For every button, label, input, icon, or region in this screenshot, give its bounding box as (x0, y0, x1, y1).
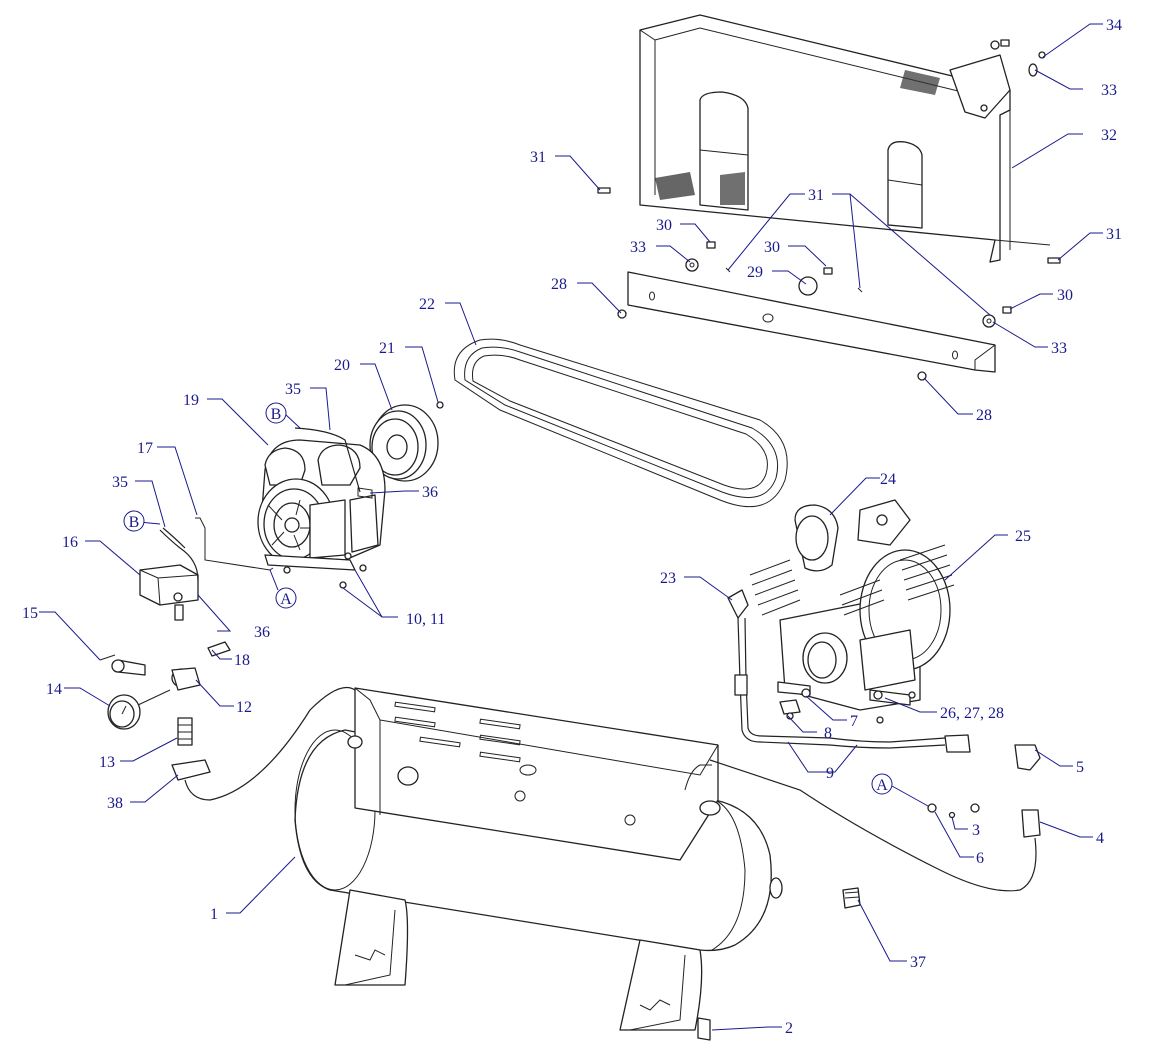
callout-26-27-28: 26, 27, 28 (940, 705, 1004, 722)
callout-8: 8 (824, 725, 832, 742)
callout-38: 38 (107, 795, 123, 812)
callout-35: 35 (112, 474, 128, 491)
callout-30: 30 (1057, 287, 1073, 304)
compressor-pump (749, 499, 955, 724)
callout-28: 28 (551, 276, 567, 293)
callout-14: 14 (46, 681, 62, 698)
connector-a-pump: A (871, 773, 893, 795)
pressure-switch-assembly (99, 517, 359, 801)
callout-labels: 34 33 32 31 31 31 30 33 30 29 30 33 28 2… (22, 17, 1122, 1037)
connector-a-label: A (280, 591, 292, 608)
callout-36: 36 (422, 484, 438, 501)
connector-a-motor: A (275, 587, 297, 609)
connector-b-label: B (129, 514, 140, 531)
callout-25: 25 (1015, 528, 1031, 545)
callout-6: 6 (976, 850, 984, 867)
callout-17: 17 (137, 440, 153, 457)
callout-33: 33 (1101, 82, 1117, 99)
callout-29: 29 (747, 264, 763, 281)
v-belt (453, 338, 788, 508)
connector-b-switch: B (123, 510, 145, 532)
callout-23: 23 (660, 570, 676, 587)
callout-34: 34 (1106, 17, 1122, 34)
callout-20: 20 (334, 357, 350, 374)
leader-lines (39, 23, 1103, 1031)
callout-9: 9 (826, 765, 834, 782)
guard-hardware (597, 39, 1061, 381)
callout-28: 28 (976, 407, 992, 424)
callout-24: 24 (880, 471, 896, 488)
air-tank (294, 687, 861, 1041)
callout-4: 4 (1096, 830, 1104, 847)
callout-35: 35 (285, 381, 301, 398)
callout-13: 13 (99, 754, 115, 771)
discharge-tube (709, 589, 1041, 892)
callout-12: 12 (236, 699, 252, 716)
callout-15: 15 (22, 605, 38, 622)
callout-21: 21 (379, 340, 395, 357)
connector-markers: A A B B (123, 402, 893, 795)
callout-30: 30 (656, 217, 672, 234)
guard-bracket (627, 271, 996, 373)
callout-2: 2 (785, 1020, 793, 1037)
electric-motor (257, 427, 386, 589)
callout-5: 5 (1076, 759, 1084, 776)
callout-1: 1 (210, 906, 218, 923)
callout-7: 7 (850, 713, 858, 730)
connector-a-label: A (876, 777, 888, 794)
callout-36: 36 (254, 624, 270, 641)
belt-guard (639, 14, 1051, 263)
callout-16: 16 (62, 534, 78, 551)
callout-31: 31 (530, 149, 546, 166)
callout-33: 33 (1051, 340, 1067, 357)
connector-b-label: B (271, 406, 282, 423)
callout-18: 18 (234, 652, 250, 669)
callout-30: 30 (764, 239, 780, 256)
callout-22: 22 (419, 296, 435, 313)
callout-33: 33 (630, 239, 646, 256)
callout-37: 37 (910, 954, 926, 971)
connector-b-motor: B (265, 402, 287, 424)
callout-10-11: 10, 11 (406, 611, 445, 628)
callout-31: 31 (808, 187, 824, 204)
motor-pulley (369, 401, 444, 482)
callout-32: 32 (1101, 127, 1117, 144)
callout-19: 19 (183, 392, 199, 409)
callout-31: 31 (1106, 226, 1122, 243)
callout-3: 3 (972, 822, 980, 839)
